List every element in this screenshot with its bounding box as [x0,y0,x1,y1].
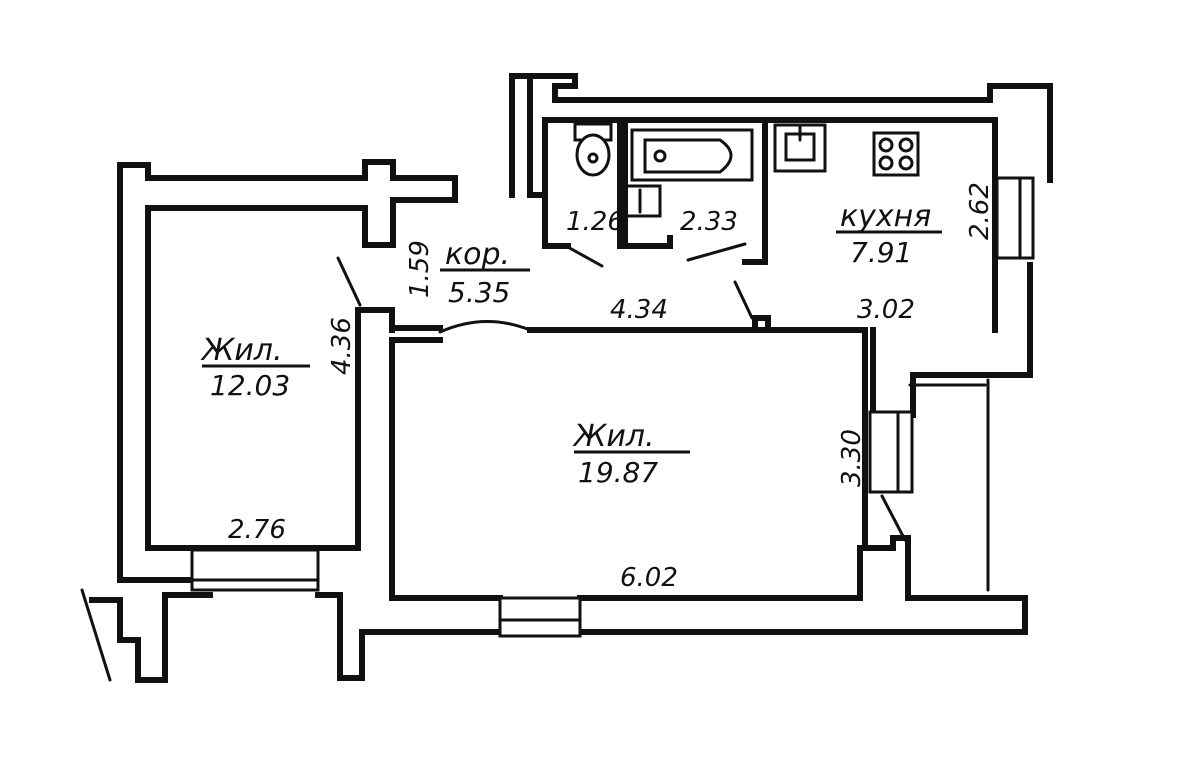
balcony-door-swing [880,494,907,542]
living-width-dim: 6.02 [620,563,678,593]
toilet-area: 1.26 [566,207,624,237]
kitchen-name: кухня [840,199,931,234]
bedroom-area: 12.03 [210,369,290,402]
living-balcony-door [868,410,914,494]
corridor-door-arc [438,320,532,334]
kitchen-door-swing [733,280,754,320]
bedroom-length-dim: 4.36 [327,317,357,375]
bathtub-fixture [630,128,754,182]
kitchen-door-jamb [752,315,771,333]
kitchen-depth-dim: 2.62 [965,182,995,240]
bedroom-window [190,548,320,592]
living-right-wall [862,262,1033,551]
corridor-name: кор. [445,237,510,272]
living-window [498,596,582,638]
living-depth-dim: 3.30 [837,429,867,487]
corridor-length-dim: 4.34 [610,295,668,325]
interior-pier [355,307,395,333]
bedroom-width-dim: 2.76 [228,515,286,545]
left-ground-stroke [80,588,112,682]
corridor-partition-wall [389,325,868,333]
living-left-wall [389,337,443,601]
walls [80,73,1053,683]
living-area: 19.87 [578,456,658,489]
kitchen-window [995,176,1035,260]
room-labels: Жил. 12.03 Жил. 19.87 кор. 5.35 кухня 7.… [200,199,942,489]
fixtures [573,122,920,218]
bedroom-door-swing [336,256,362,307]
kitchen-area: 7.91 [850,236,912,269]
corridor-area: 5.35 [448,276,510,309]
bathroom-area: 2.33 [680,207,738,237]
bedroom-lower-right-wall [315,592,523,681]
toilet-fixture [573,122,613,177]
kitchen-width-dim: 3.02 [857,295,915,325]
toilet-door-swing [564,244,604,268]
bedroom-outer-wall [117,159,458,583]
wet-block-wall [542,117,998,333]
bedroom-name: Жил. [200,333,283,368]
corridor-width-dim: 1.59 [405,240,435,298]
bedroom-left-lower-wall [89,592,213,683]
kitchen-sink-fixture [773,123,827,173]
stove-fixture [872,131,920,177]
dimension-labels: 2.76 4.36 1.59 4.34 3.02 2.62 6.02 3.30 [228,182,995,593]
living-bottom-wall [389,535,1028,635]
washbasin-fixture [628,184,662,218]
living-name: Жил. [572,419,655,454]
bath-door-swing [686,242,747,262]
